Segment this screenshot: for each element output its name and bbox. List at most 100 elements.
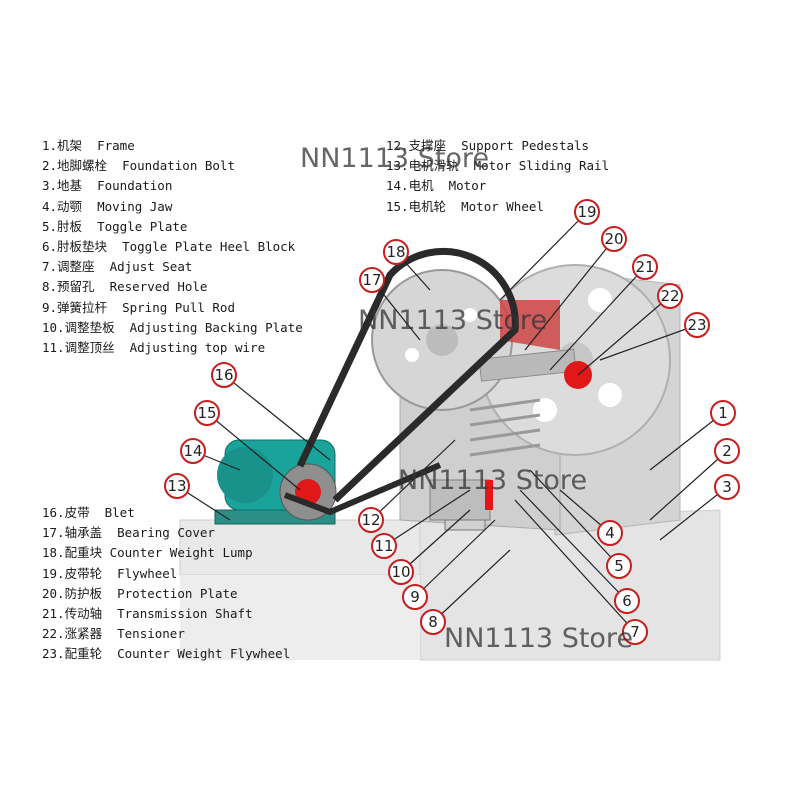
legend-item: 8.预留孔 Reserved Hole [42,279,208,295]
callout-leader [414,519,496,598]
callout-circle [574,199,600,225]
callout-circle [383,239,409,265]
legend-right: 12.支撑座 Support Pedestals 13.电机滑轨 Motor Sl… [386,136,609,217]
callout-19: 19 [499,199,600,301]
callout-circle [164,473,190,499]
callout-leader [659,486,728,541]
callout-circle [657,283,683,309]
callout-number: 12 [361,511,380,529]
callout-22: 22 [577,283,683,376]
callout-23: 23 [599,312,710,361]
callout-leader [400,509,471,573]
callout-circle [714,438,740,464]
belt [296,247,519,503]
callout-leader [649,412,724,471]
callout-11: 11 [371,489,471,559]
legend-item: 15.电机轮 Motor Wheel [386,198,544,214]
legend-item: 19.皮带轮 Flywheel [42,565,178,581]
callout-number: 9 [410,588,420,606]
callout-number: 4 [605,524,615,542]
callout-leader [383,489,471,547]
callout-3: 3 [659,474,740,541]
legend-item: 10.调整垫板 Adjusting Backing Plate [42,319,303,335]
callout-leader [514,499,636,633]
callout-number: 11 [374,537,393,555]
legend-item: 2.地脚螺栓 Foundation Bolt [42,158,235,174]
callout-leader [223,374,331,461]
legend-item: 13.电机滑轨 Motor Sliding Rail [386,158,610,174]
legend-item: 14.电机 Motor [386,178,487,194]
callout-circle [420,609,446,635]
callout-20: 20 [524,226,627,351]
callout-leader [519,489,628,602]
callout-leader [649,450,728,521]
callout-leader [529,469,620,567]
callout-circle [614,588,640,614]
callout-leader [206,412,301,491]
callout-circle [684,312,710,338]
callout-number: 15 [197,404,216,422]
callout-number: 8 [428,613,438,631]
callout-8: 8 [420,549,511,635]
legend-item: 12.支撑座 Support Pedestals [386,138,590,153]
transmission-shaft [478,348,577,382]
callout-circle [622,619,648,645]
watermark: NN1113 Store [398,465,588,496]
callout-circle [358,507,384,533]
callout-14: 14 [180,438,241,471]
legend-item: 6.肘板垫块 Toggle Plate Heel Block [42,238,296,254]
callout-leader [599,324,698,361]
callout-circle [211,362,237,388]
callout-17: 17 [359,267,421,341]
callout-circle [601,226,627,252]
callout-leader [370,439,456,521]
callout-15: 15 [194,400,301,491]
callout-number: 23 [687,316,706,334]
callout-number: 18 [386,243,405,261]
callout-circle [194,400,220,426]
legend-item: 16.皮带 Blet [42,505,135,520]
callout-5: 5 [529,469,632,579]
legend-bottom: 16.皮带 Blet 17.轴承盖 Bearing Cover 18.配重块 Cou… [42,503,290,665]
callout-number: 5 [614,557,624,575]
callout-number: 2 [722,442,732,460]
callout-number: 1 [718,404,728,422]
watermark: NN1113 Store [444,623,634,654]
foundation-front [180,575,420,660]
callout-circle [180,438,206,464]
legend-item: 17.轴承盖 Bearing Cover [42,525,215,541]
watermark: NN1113 Store [358,305,548,336]
callout-18: 18 [383,239,431,291]
callout-16: 16 [211,362,331,461]
spring [444,519,486,531]
callout-number: 6 [622,592,632,610]
callout-number: 10 [391,563,410,581]
legend-item: 11.调整顶丝 Adjusting top wire [42,339,266,355]
callout-leader [499,211,588,301]
callout-circle [597,520,623,546]
callout-circle [632,254,658,280]
callout-circle [710,400,736,426]
callout-number: 3 [722,478,732,496]
legend-item: 3.地基 Foundation [42,178,173,194]
legend-item: 22.涨紧器 Tensioner [42,626,185,642]
moving-jaw [469,398,541,457]
legend-item: 4.动颚 Moving Jaw [42,198,173,214]
callout-circle [388,559,414,585]
callout-leader [524,238,615,351]
legend-item: 18.配重块 Counter Weight Lump [42,545,253,561]
callout-6: 6 [519,489,640,614]
callout-circle [371,533,397,559]
callout-leader [432,549,511,623]
callout-7: 7 [514,499,648,645]
callout-number: 20 [604,230,623,248]
callout-12: 12 [358,439,456,533]
legend-item: 21.传动轴 Transmission Shaft [42,605,253,621]
callout-13: 13 [164,473,231,521]
callout-1: 1 [649,400,736,471]
callout-circle [606,553,632,579]
watermark: NN1113 Store [300,143,490,174]
